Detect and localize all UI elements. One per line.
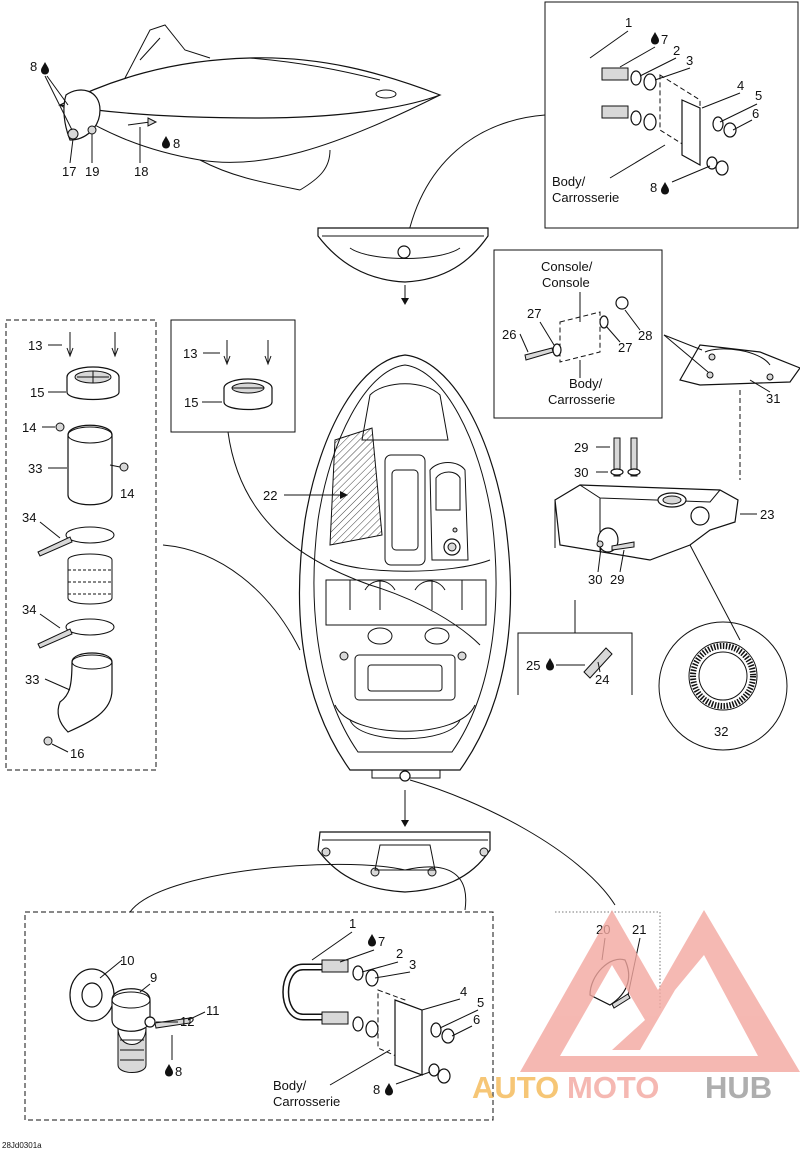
drain-and-u-bolt-box: 10 9 12 11 8 1 7 2	[24, 911, 494, 1121]
label-7: 7	[661, 32, 668, 47]
label-8: 8	[175, 1064, 182, 1079]
label-13: 13	[28, 338, 42, 353]
label-8: 8	[650, 180, 657, 195]
label-8: 8	[373, 1082, 380, 1097]
label-17: 17	[62, 164, 76, 179]
label-9: 9	[150, 970, 157, 985]
label-10: 10	[120, 953, 134, 968]
label-19: 19	[85, 164, 99, 179]
label-14: 14	[120, 486, 134, 501]
label-11: 11	[206, 1003, 220, 1018]
label-31: 31	[766, 391, 780, 406]
label-25: 25	[526, 658, 540, 673]
lubricant-drop-icon	[368, 934, 376, 947]
leader-top-u-bolt	[404, 114, 546, 251]
label-5: 5	[477, 995, 484, 1010]
carrosserie-label: Carrosserie	[552, 190, 619, 205]
label-4: 4	[737, 78, 744, 93]
label-22: 22	[263, 488, 277, 503]
watercraft-top-view: 22	[263, 354, 512, 827]
watermark-text-hub: HUB	[705, 1070, 772, 1105]
watermark-text-auto: AUTO	[472, 1070, 559, 1105]
hull-front-callouts: 8 17 19 18 8	[30, 59, 180, 179]
storage-cover-23: 29 30 30 29 23	[554, 437, 774, 641]
label-2: 2	[396, 946, 403, 961]
carrosserie-label: Carrosserie	[548, 392, 615, 407]
label-30: 30	[588, 572, 602, 587]
carrosserie-label: Carrosserie	[273, 1094, 340, 1109]
label-15: 15	[184, 395, 198, 410]
label-6: 6	[752, 106, 759, 121]
lubricant-drop-icon	[385, 1083, 393, 1096]
label-29: 29	[610, 572, 624, 587]
label-8: 8	[173, 136, 180, 151]
lubricant-drop-icon	[661, 182, 669, 195]
label-34: 34	[22, 510, 36, 525]
leader-left-duct	[162, 544, 301, 651]
console-label-fr: Console	[542, 275, 590, 290]
leader-stern-eyelet	[409, 779, 616, 906]
bracket-31: 31	[663, 334, 800, 480]
label-21: 21	[632, 922, 646, 937]
label-33: 33	[25, 672, 39, 687]
label-34: 34	[22, 602, 36, 617]
label-3: 3	[409, 957, 416, 972]
label-15: 15	[30, 385, 44, 400]
ventilation-duct-box: 13 15 14 33 14 34 34 33 16	[5, 319, 157, 771]
label-2: 2	[673, 43, 680, 58]
lubricant-drop-icon	[41, 62, 49, 75]
label-27: 27	[618, 340, 632, 355]
u-bolt-detail-box-top: 1 7 2 3 4 5 6 Body/ Carrosserie 8	[544, 1, 799, 229]
label-13: 13	[183, 346, 197, 361]
label-5: 5	[755, 88, 762, 103]
label-29: 29	[574, 440, 588, 455]
label-1: 1	[349, 916, 356, 931]
lubricant-drop-icon	[546, 658, 554, 671]
body-label: Body/	[552, 174, 586, 189]
label-23: 23	[760, 507, 774, 522]
lubricant-drop-icon	[162, 136, 170, 149]
label-30: 30	[574, 465, 588, 480]
label-12: 12	[180, 1014, 194, 1029]
label-28: 28	[638, 328, 652, 343]
body-label: Body/	[273, 1078, 307, 1093]
console-label: Console/	[541, 259, 593, 274]
tube-24-box: 25 24	[517, 530, 633, 695]
watermark-logo: AUTO MOTO HUB	[472, 910, 800, 1105]
label-27: 27	[527, 306, 541, 321]
bow-eyelet-view	[317, 227, 489, 305]
vent-detail-box: 13 15	[170, 319, 296, 433]
label-6: 6	[473, 1012, 480, 1027]
label-33: 33	[28, 461, 42, 476]
seal-ring-32: 32	[658, 621, 788, 751]
console-hardware-box: Console/ Console 26 27 28 27 Body/ Carro…	[493, 249, 663, 419]
watermark-text-moto: MOTO	[567, 1070, 659, 1105]
label-7: 7	[378, 934, 385, 949]
hull-front-view	[58, 24, 442, 191]
label-18: 18	[134, 164, 148, 179]
label-8: 8	[30, 59, 37, 74]
leader-vent	[227, 431, 481, 646]
label-4: 4	[460, 984, 467, 999]
label-32: 32	[714, 724, 728, 739]
body-label: Body/	[569, 376, 603, 391]
drawing-code: 28Jd0301a	[2, 1141, 42, 1150]
lubricant-drop-icon	[651, 32, 659, 45]
lubricant-drop-icon	[165, 1064, 173, 1077]
label-16: 16	[70, 746, 84, 761]
label-1: 1	[625, 15, 632, 30]
label-14: 14	[22, 420, 36, 435]
label-26: 26	[502, 327, 516, 342]
stern-eyelet-view	[129, 831, 491, 913]
label-3: 3	[686, 53, 693, 68]
label-24: 24	[595, 672, 609, 687]
